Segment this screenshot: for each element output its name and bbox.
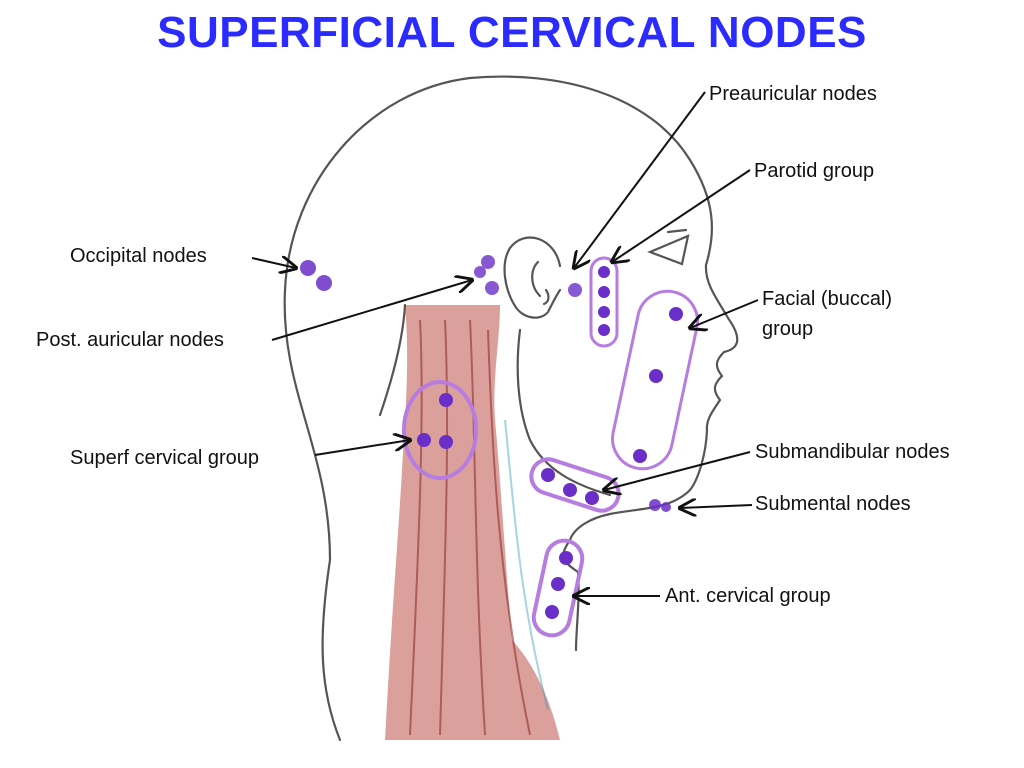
submental-node-cluster	[649, 499, 671, 512]
facial-node-cluster	[611, 289, 699, 471]
neck-muscle-shading	[385, 305, 560, 740]
label-preauricular-nodes: Preauricular nodes	[709, 83, 877, 105]
label-occipital-nodes: Occipital nodes	[70, 245, 207, 267]
label-facial-buccal-line1: Facial (buccal)	[762, 288, 893, 310]
superf-cervical-node-cluster	[402, 380, 478, 480]
arrow-post-auricular	[271, 280, 472, 341]
post-auricular-node-cluster	[474, 255, 499, 295]
arrow-submental	[680, 505, 753, 508]
label-parotid-group: Parotid group	[754, 160, 875, 182]
parotid-node-cluster	[589, 256, 619, 348]
arrow-submandibular	[604, 451, 751, 490]
arrow-facial	[690, 299, 759, 328]
head-outline	[283, 75, 739, 742]
label-submandibular-nodes: Submandibular nodes	[755, 441, 950, 463]
arrow-preauricular	[574, 91, 706, 268]
occipital-node-cluster	[300, 260, 332, 291]
diagram-title: SUPERFICIAL CERVICAL NODES	[157, 8, 867, 57]
label-post-auricular-nodes: Post. auricular nodes	[36, 329, 224, 351]
leader-arrows	[251, 91, 759, 596]
arrow-superf-cervical	[314, 440, 410, 456]
label-facial-buccal-line2: group	[762, 318, 814, 340]
lymph-node-groups	[300, 255, 699, 638]
preauricular-node-cluster	[568, 283, 582, 297]
label-superf-cervical-group: Superf cervical group	[70, 447, 259, 469]
arrow-occipital	[251, 258, 296, 268]
label-ant-cervical-group: Ant. cervical group	[665, 585, 831, 607]
submandibular-node-cluster	[529, 457, 621, 513]
label-submental-nodes: Submental nodes	[755, 493, 911, 515]
arrow-parotid	[612, 169, 751, 262]
